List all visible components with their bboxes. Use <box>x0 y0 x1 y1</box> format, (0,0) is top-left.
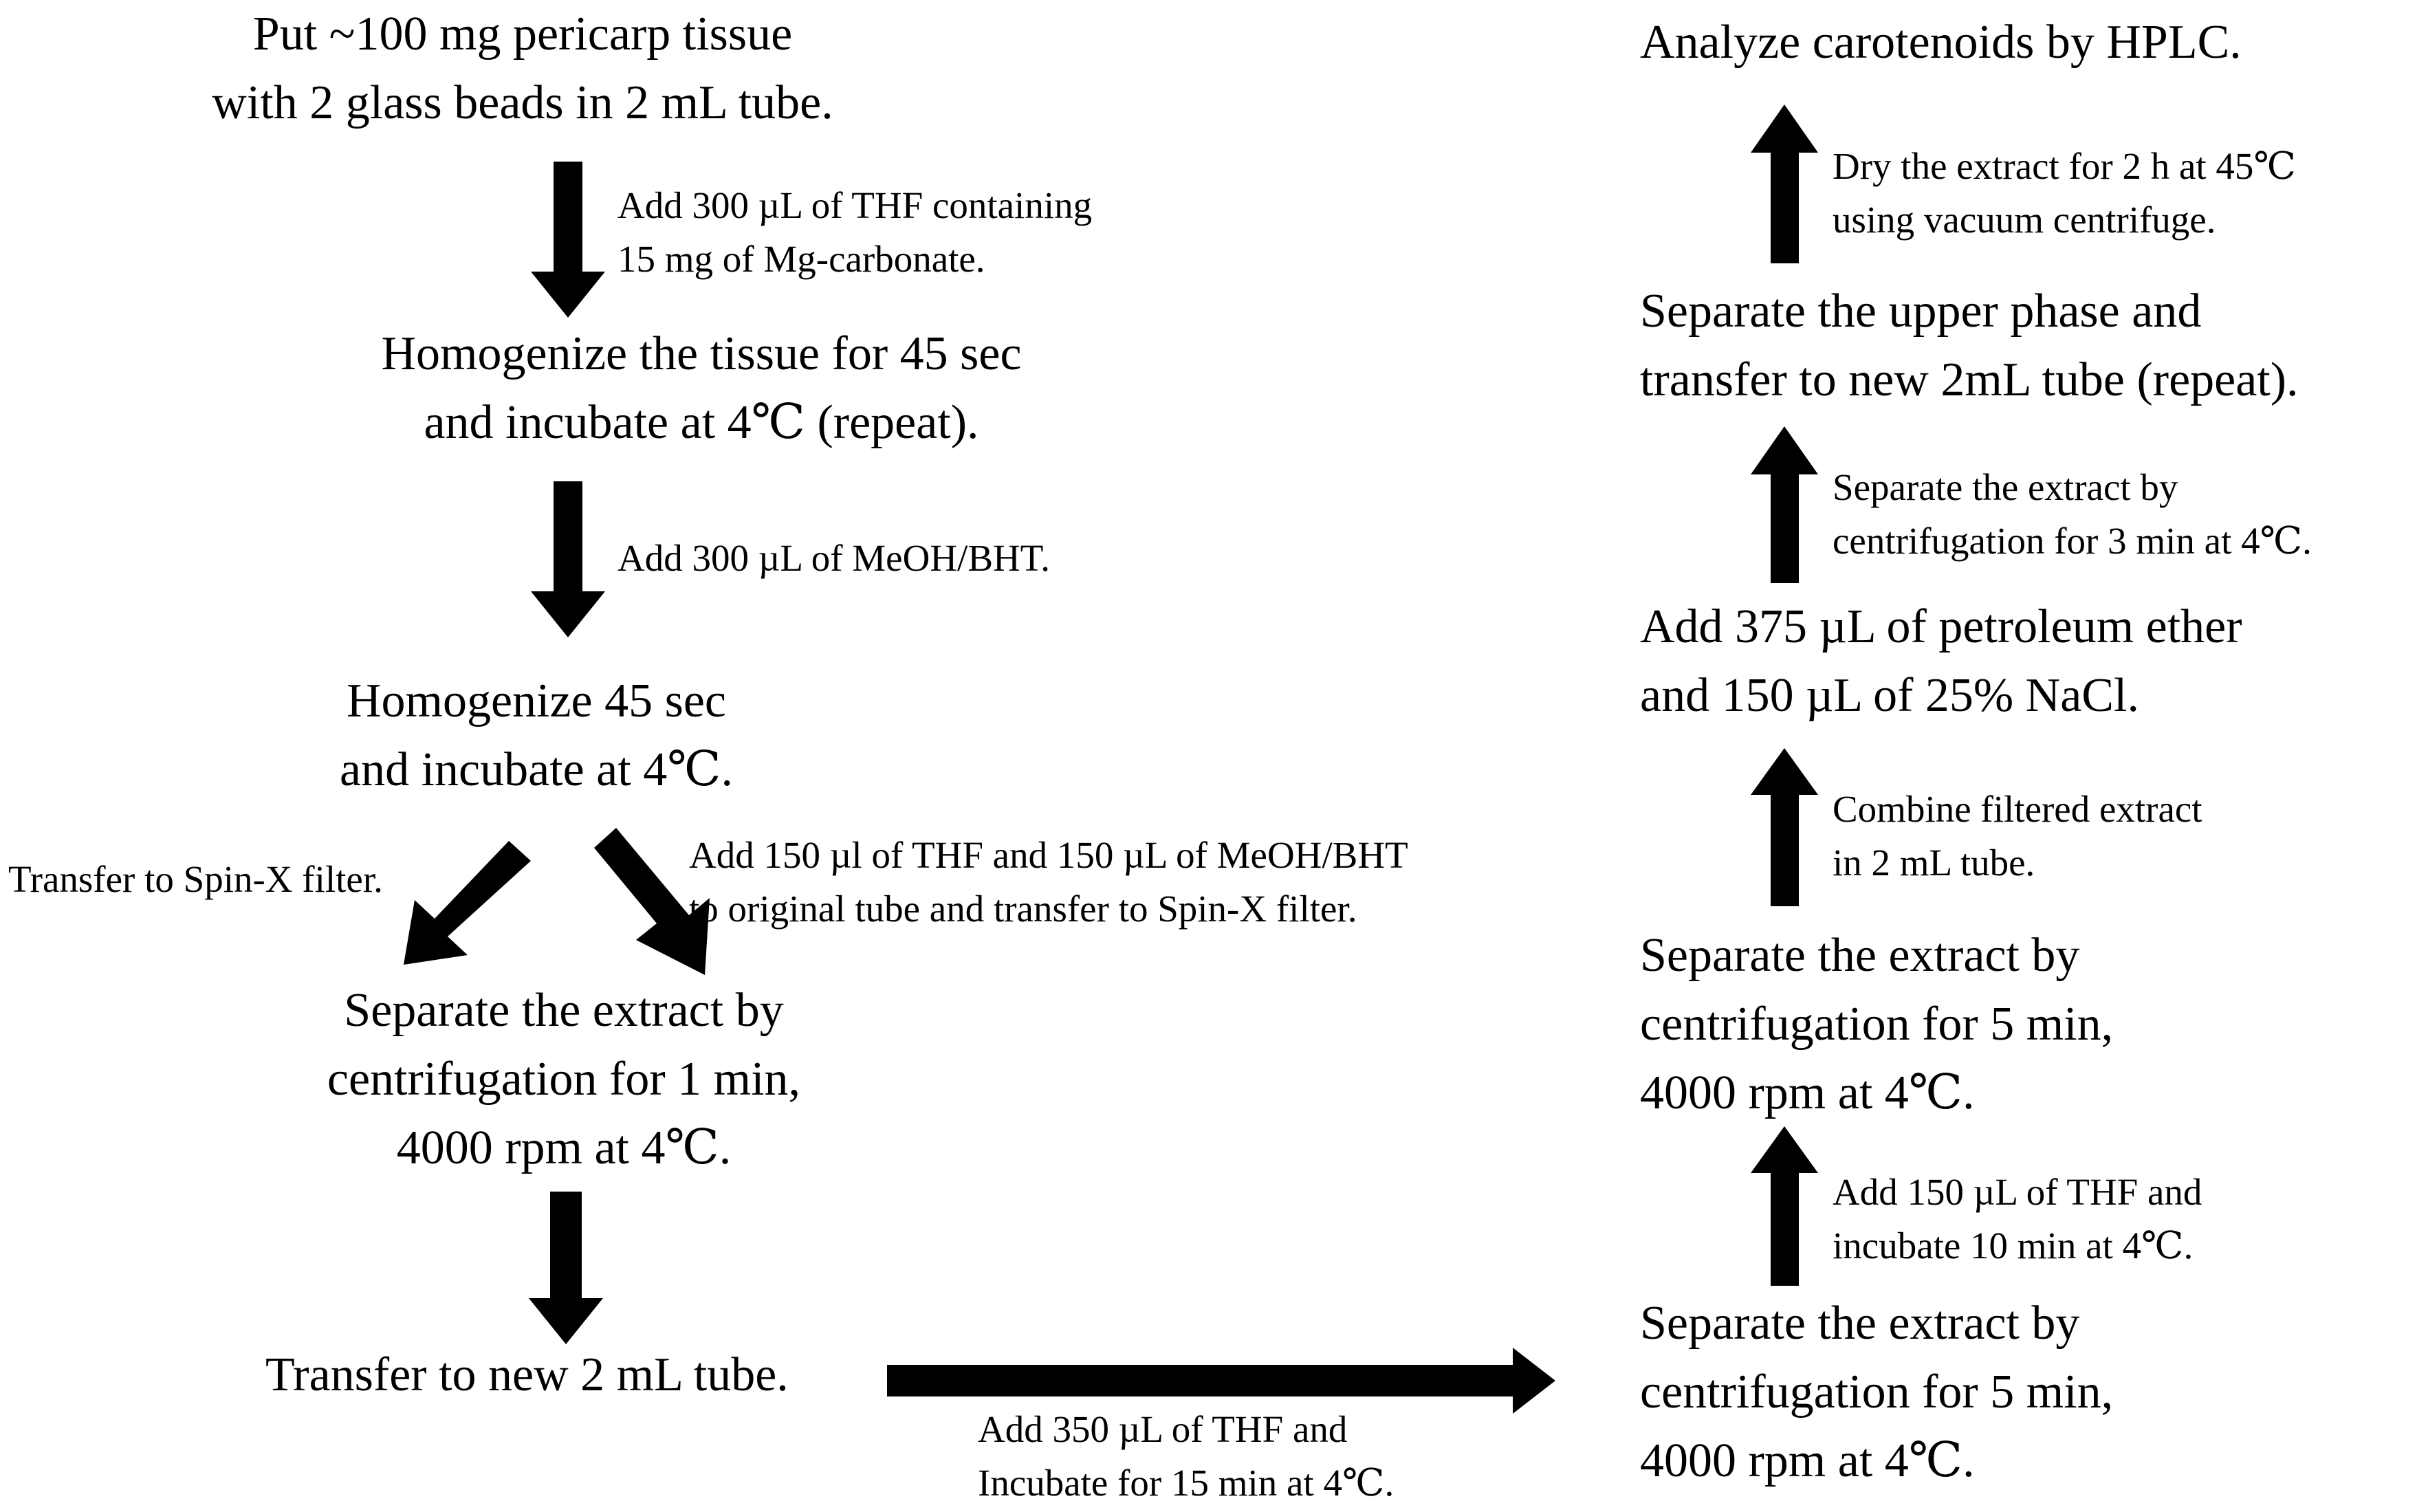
note-text: Combine filtered extract <box>1833 788 2202 830</box>
step-homogenize-45: Homogenize 45 sec and incubate at 4℃. <box>289 667 784 804</box>
note-text: Add 300 µL of MeOH/BHT. <box>617 537 1050 579</box>
arrow-down-3 <box>529 1192 603 1344</box>
step-text: centrifugation for 1 min, <box>327 1053 801 1106</box>
note-combine-extract: Combine filtered extract in 2 mL tube. <box>1833 782 2202 890</box>
arrow-up-3 <box>1751 426 1818 583</box>
note-text: Add 300 µL of THF containing <box>617 184 1093 226</box>
note-separate-3min: Separate the extract by centrifugation f… <box>1833 461 2312 568</box>
note-add-thf-meoh: Add 150 µl of THF and 150 µL of MeOH/BHT… <box>689 829 1408 936</box>
step-text: centrifugation for 5 min, <box>1640 1366 2114 1418</box>
step-text: and incubate at 4℃. <box>340 743 733 796</box>
note-text: in 2 mL tube. <box>1833 842 2035 884</box>
step-text: transfer to new 2mL tube (repeat). <box>1640 353 2299 406</box>
note-transfer-spinx: Transfer to Spin-X filter. <box>8 853 383 906</box>
note-text: Add 150 µL of THF and <box>1833 1171 2202 1213</box>
step-text: and incubate at 4℃ (repeat). <box>424 396 979 449</box>
arrow-up-2 <box>1751 748 1818 906</box>
step-text: Separate the upper phase and <box>1640 285 2202 338</box>
step-text: Separate the extract by <box>344 984 784 1037</box>
step-centrifuge-5min-b: Separate the extract by centrifugation f… <box>1640 921 2113 1128</box>
step-text: Homogenize the tissue for 45 sec <box>381 327 1022 380</box>
note-text: Separate the extract by <box>1833 466 2178 508</box>
step-text: 4000 rpm at 4℃. <box>1640 1434 1975 1487</box>
arrow-up-4 <box>1751 105 1818 263</box>
arrow-diag-right <box>594 828 710 975</box>
arrow-up-1 <box>1751 1126 1818 1286</box>
step-text: 4000 rpm at 4℃. <box>1640 1066 1975 1119</box>
step-centrifuge-1min: Separate the extract by centrifugation f… <box>261 976 866 1183</box>
step-separate-upper-phase: Separate the upper phase and transfer to… <box>1640 277 2299 415</box>
arrow-down-1 <box>531 162 605 318</box>
note-text: Transfer to Spin-X filter. <box>8 858 383 900</box>
step-add-petroleum-ether: Add 375 µL of petroleum ether and 150 µL… <box>1640 593 2242 730</box>
step-centrifuge-5min-a: Separate the extract by centrifugation f… <box>1640 1289 2113 1495</box>
note-text: Incubate for 15 min at 4℃. <box>978 1462 1395 1504</box>
arrow-down-2 <box>531 481 605 637</box>
step-transfer-new-tube: Transfer to new 2 mL tube. <box>265 1341 789 1410</box>
step-homogenize-tissue: Homogenize the tissue for 45 sec and inc… <box>289 320 1114 457</box>
note-text: Add 350 µL of THF and <box>978 1408 1348 1450</box>
step-text: and 150 µL of 25% NaCl. <box>1640 669 2139 722</box>
note-dry-extract: Dry the extract for 2 h at 45℃ using vac… <box>1833 140 2296 247</box>
step-text: centrifugation for 5 min, <box>1640 998 2114 1051</box>
arrow-diag-left <box>404 841 531 965</box>
step-text: 4000 rpm at 4℃. <box>396 1121 732 1174</box>
note-text: Dry the extract for 2 h at 45℃ <box>1833 145 2296 187</box>
step-text: Analyze carotenoids by HPLC. <box>1640 16 2242 69</box>
note-add-thf-mg: Add 300 µL of THF containing 15 mg of Mg… <box>617 179 1092 286</box>
note-text: 15 mg of Mg-carbonate. <box>617 238 985 280</box>
step-text: Transfer to new 2 mL tube. <box>265 1348 789 1401</box>
note-text: incubate 10 min at 4℃. <box>1833 1225 2194 1267</box>
step-text: with 2 glass beads in 2 mL tube. <box>212 76 833 129</box>
step-put-tissue: Put ~100 mg pericarp tissue with 2 glass… <box>206 0 839 138</box>
step-text: Put ~100 mg pericarp tissue <box>252 8 793 61</box>
note-text: to original tube and transfer to Spin-X … <box>689 888 1357 930</box>
note-text: centrifugation for 3 min at 4℃. <box>1833 520 2312 562</box>
note-text: using vacuum centrifuge. <box>1833 199 2216 241</box>
note-add-meoh-bht: Add 300 µL of MeOH/BHT. <box>617 532 1050 585</box>
step-text: Separate the extract by <box>1640 1297 2080 1350</box>
arrow-right <box>887 1348 1555 1414</box>
note-add-thf-350: Add 350 µL of THF and Incubate for 15 mi… <box>978 1403 1394 1510</box>
step-text: Homogenize 45 sec <box>346 675 727 727</box>
step-text: Add 375 µL of petroleum ether <box>1640 600 2242 653</box>
step-analyze-hplc: Analyze carotenoids by HPLC. <box>1640 8 2242 77</box>
note-text: Add 150 µl of THF and 150 µL of MeOH/BHT <box>689 834 1408 876</box>
note-add-thf-150: Add 150 µL of THF and incubate 10 min at… <box>1833 1165 2202 1273</box>
step-text: Separate the extract by <box>1640 929 2080 982</box>
